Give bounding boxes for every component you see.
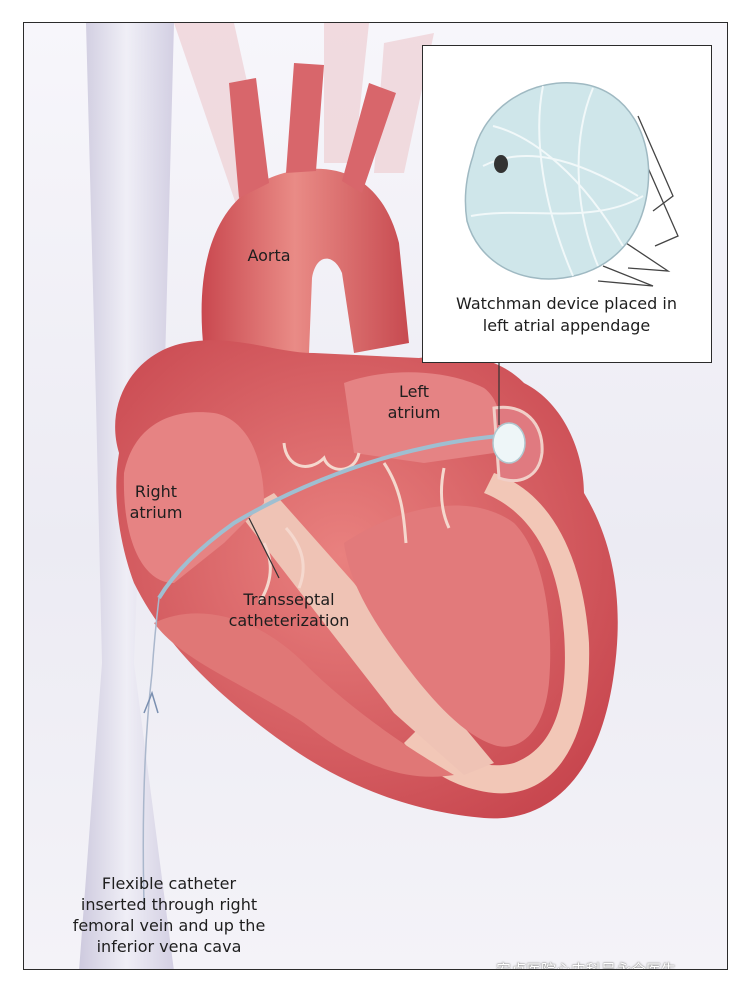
aortic-valve — [282, 442, 361, 471]
mitral-valve — [382, 462, 451, 544]
right-ventricle-chamber — [154, 613, 454, 777]
catheter-lower — [142, 597, 160, 904]
left-ventricle-chamber — [344, 505, 551, 747]
aorta-branches — [229, 63, 396, 198]
label-catheter: Flexible catheter inserted through right… — [72, 874, 266, 956]
catheter-line — [157, 434, 500, 600]
label-transseptal: Transseptal catheterization — [228, 590, 350, 630]
watchman-device-small — [492, 422, 526, 464]
label-aorta: Aorta — [247, 246, 291, 265]
watchman-inset: Watchman device placed in left atrial ap… — [422, 45, 712, 363]
tricuspid-valve — [257, 526, 305, 604]
right-atrium-chamber — [123, 412, 265, 583]
label-right-atrium: Right atrium — [129, 482, 183, 522]
aorta-vessel — [201, 168, 409, 353]
transseptal-leader-line — [248, 517, 280, 579]
watchman-device-icon — [464, 82, 679, 287]
catheter-arrow-icon — [143, 690, 159, 714]
label-left-atrium: Left atrium — [387, 382, 441, 422]
watermark-text: 安贞医院心内科吴永全医生 — [496, 961, 677, 970]
inset-caption: Watchman device placed in left atrial ap… — [456, 294, 677, 335]
illustration-frame: Aorta Left atrium Right atrium Transsept… — [23, 22, 728, 970]
heart-illustration — [79, 23, 618, 969]
